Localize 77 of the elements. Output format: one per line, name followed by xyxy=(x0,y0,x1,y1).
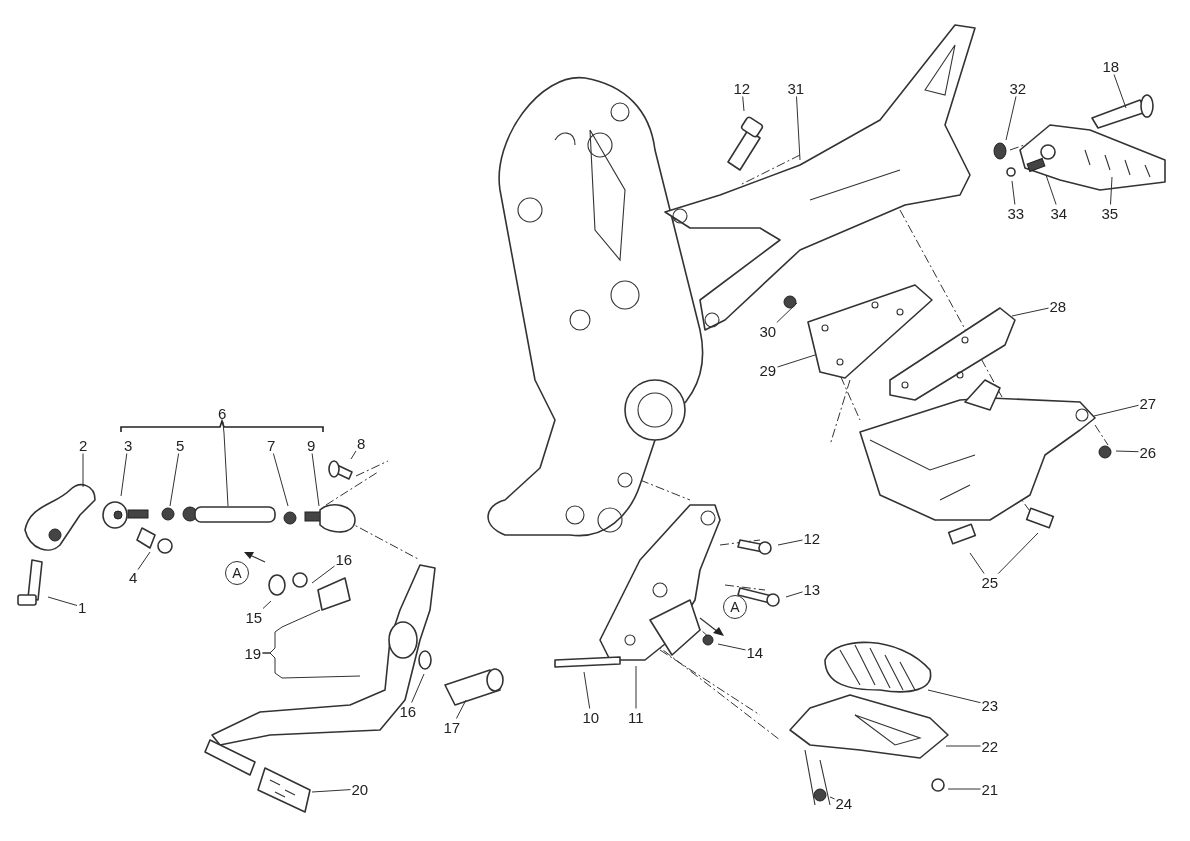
callout-number: 7 xyxy=(267,436,276,454)
leader-line xyxy=(82,453,84,488)
leader-line xyxy=(262,652,361,679)
leader-line xyxy=(262,600,272,609)
callout-number: 25 xyxy=(981,573,999,591)
leader-line xyxy=(1093,404,1139,417)
leader-line xyxy=(945,745,981,747)
callout-number: 34 xyxy=(1050,204,1068,222)
callout-number: 2 xyxy=(79,436,88,454)
callout-number: 16 xyxy=(399,702,417,720)
callout-number: 1 xyxy=(78,598,87,616)
leader-line xyxy=(829,796,835,800)
callout-number: 16 xyxy=(335,550,353,568)
callout-number: 24 xyxy=(835,794,853,812)
leader-line xyxy=(311,789,351,793)
leader-line xyxy=(137,551,151,571)
callout-number: 27 xyxy=(1139,394,1157,412)
callout-number: 12 xyxy=(733,79,751,97)
callout-number: 10 xyxy=(582,708,600,726)
leader-line xyxy=(997,532,1039,574)
leader-line xyxy=(47,596,78,606)
callout-number: 17 xyxy=(443,718,461,736)
leader-line xyxy=(169,453,180,507)
leader-line xyxy=(969,552,985,574)
callout-number: 35 xyxy=(1101,204,1119,222)
callout-number: 29 xyxy=(759,361,777,379)
callout-number: 8 xyxy=(357,434,366,452)
leader-line xyxy=(311,565,335,584)
leader-line xyxy=(785,591,803,598)
leader-line xyxy=(455,699,467,719)
callout-number: 31 xyxy=(787,79,805,97)
callout-number: 13 xyxy=(803,580,821,598)
leader-line xyxy=(1115,450,1139,453)
leader-line xyxy=(1110,176,1113,205)
callout-number: 22 xyxy=(981,737,999,755)
leader-line xyxy=(796,96,801,161)
callout-number: 20 xyxy=(351,780,369,798)
leader-line xyxy=(583,671,591,709)
callout-number: 5 xyxy=(176,436,185,454)
callout-number: 6 xyxy=(218,404,227,422)
callout-number: 21 xyxy=(981,780,999,798)
leader-line xyxy=(1011,180,1016,205)
callout-number: 28 xyxy=(1049,297,1067,315)
callout-number: 12 xyxy=(803,529,821,547)
leader-line xyxy=(777,354,816,368)
leader-line xyxy=(776,302,798,323)
leader-line xyxy=(1011,307,1049,317)
callout-number: 4 xyxy=(129,568,138,586)
leader-line xyxy=(120,453,128,497)
callout-number: 26 xyxy=(1139,443,1157,461)
callout-number: 3 xyxy=(124,436,133,454)
leader-line xyxy=(411,673,425,703)
callout-number: 32 xyxy=(1009,79,1027,97)
leader-line xyxy=(742,96,745,112)
reference-letter: A xyxy=(723,595,747,619)
callout-number: 30 xyxy=(759,322,777,340)
leader-line xyxy=(777,539,803,546)
callout-number: 14 xyxy=(746,643,764,661)
leader-line xyxy=(350,450,357,460)
callout-number: 19 xyxy=(244,644,262,662)
leader-line xyxy=(222,421,229,507)
leader-line xyxy=(635,665,637,709)
callout-number: 15 xyxy=(245,608,263,626)
leader-line xyxy=(272,453,289,507)
reference-letter: A xyxy=(225,561,249,585)
callout-number: 33 xyxy=(1007,204,1025,222)
callout-number: 18 xyxy=(1102,57,1120,75)
callout-number: 9 xyxy=(307,436,316,454)
leader-line xyxy=(1113,74,1127,109)
leader-line xyxy=(1005,96,1017,141)
leader-line xyxy=(927,689,981,704)
callout-number: 23 xyxy=(981,696,999,714)
leader-line xyxy=(311,453,320,507)
leader-line xyxy=(717,643,746,651)
leader-line xyxy=(1045,174,1057,205)
callout-number: 11 xyxy=(628,708,644,726)
leader-line xyxy=(947,788,981,790)
